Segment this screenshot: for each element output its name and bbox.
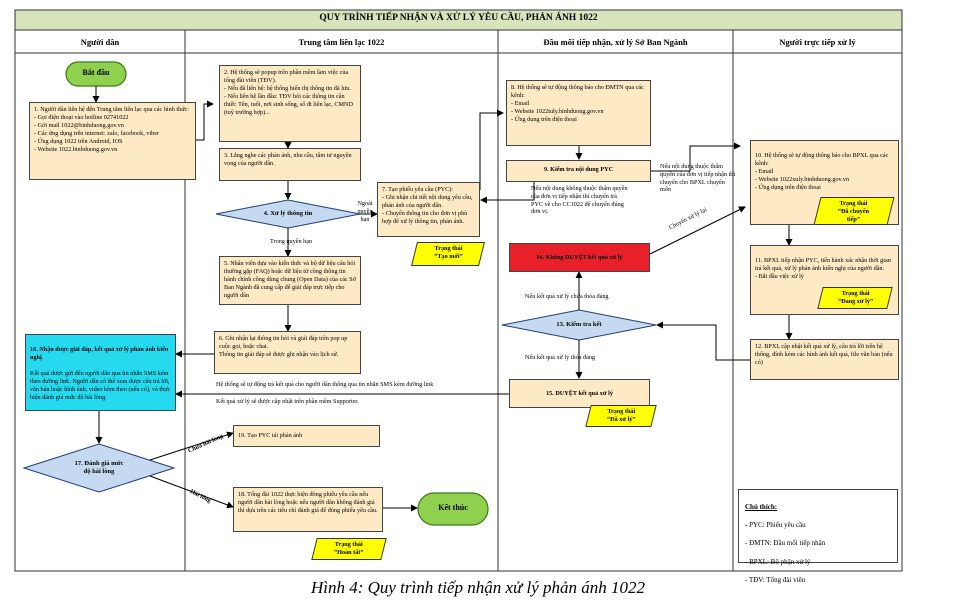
status-da-xu-ly: Trạng thái “Đã xử lý”: [585, 405, 657, 427]
lane-header-dau-moi: Đầu mối tiếp nhận, xử lý Sở Ban Ngành: [543, 37, 688, 47]
step-6-box: 6. Ghi nhận lại thông tin hỏi và giải đá…: [214, 331, 361, 374]
end-terminal: [417, 492, 489, 526]
legend-item: - TĐV: Tổng đài viên: [745, 575, 806, 584]
label-khong-thuoc-tham-quyen: Nếu nội dung không thuộc thẩm quyền của …: [531, 185, 628, 216]
lane-header-trung-tam: Trung tâm liên lạc 1022: [298, 37, 385, 47]
step-16-title: 16. Nhận được giải đáp, kết quả xử lý ph…: [30, 345, 169, 361]
step-9-box: 9. Kiểm tra nội dung PYC: [506, 160, 651, 182]
step-12-box: 12. BPXL cập nhật kết quả xử lý, câu trả…: [750, 339, 899, 380]
step-18-box: 18. Tổng đài 1022 thực hiện đóng phiếu y…: [233, 487, 383, 532]
label-supporter-note: Kết quả xử lý sẽ được cập nhật trên phần…: [216, 398, 359, 405]
decision-17: [22, 443, 176, 493]
lane-header-nguoi-xu-ly: Người trực tiếp xử lý: [779, 37, 856, 47]
step-16-body: Kết quả được gửi đến người dân qua tin n…: [30, 369, 171, 401]
figure-caption: Hình 4: Quy trình tiếp nhận xử lý phản á…: [310, 578, 646, 597]
lane-header-nguoi-dan: Người dân: [80, 37, 120, 47]
legend-item: - ĐMTN: Đầu mối tiếp nhận: [745, 539, 826, 548]
arrow-12-13: [656, 321, 750, 361]
legend-title: Chú thích:: [745, 503, 778, 512]
arrow-1-2: [196, 100, 214, 141]
label-ngoai-quyen-han: Ngoài quyền hạn: [357, 200, 373, 223]
step-19-box: 19. Tạo PYC tái phản ánh: [233, 425, 380, 447]
step-10-text: 10. Hệ thống sẽ tự động thông báo cho BP…: [755, 151, 889, 191]
arrow-14-10: [649, 206, 746, 255]
label-trong-quyen-han: Trong quyền hạn: [270, 238, 313, 245]
status-hoan-tat: Trạng thái “Hoàn tất”: [311, 538, 387, 560]
decision-13-label: 13. Kiểm tra kết: [556, 321, 602, 328]
arrow-17-19: [149, 431, 234, 461]
arrow-9-10: [651, 142, 741, 172]
status-dang-xu-ly: Trạng thái “Đang xử lý”: [817, 287, 893, 309]
status-da-chuyen-tiep: Trạng thái “Đã chuyển tiếp”: [813, 197, 895, 225]
step-16-box: 16. Nhận được giải đáp, kết quả xử lý ph…: [25, 334, 176, 411]
decision-4-label: 4. Xử lý thông tin: [263, 210, 313, 217]
legend-item: - PYC: Phiếu yêu cầu: [745, 521, 806, 530]
legend-item: - BPXL: Bộ phận xử lý: [745, 557, 811, 566]
step-2-box: 2. Hệ thống sẽ popup trên phần mềm làm v…: [219, 65, 361, 142]
legend-box: Chú thích: - PYC: Phiếu yêu cầu - ĐMTN: …: [738, 489, 898, 584]
step-11-text: 11. BPXL tiếp nhận PYC, tiến hành xác nh…: [755, 256, 891, 280]
arrow-9-7: [480, 182, 535, 204]
title-bar: [14, 9, 903, 31]
step-8-box: 8. Hệ thống sẽ tự động thông báo cho ĐMT…: [506, 80, 651, 146]
status-tao-moi: Trạng thái “Tạo mới”: [411, 242, 485, 266]
label-thoa-dang: Nếu kết quả xử lý thỏa đáng: [525, 354, 596, 361]
label-chua-thoa-dang: Nếu kết quả xử lý chưa thỏa đáng: [525, 293, 609, 300]
step-14-box: 14. Không DUYỆT kết quả xử lý: [509, 243, 650, 272]
step-3-box: 3. Lắng nghe các phản ánh, nhu cầu, tâm …: [219, 148, 361, 181]
decision-17-label: 17. Đánh giá mức độ hài lòng: [74, 460, 124, 476]
diagram-title: QUY TRÌNH TIẾP NHẬN VÀ XỬ LÝ YÊU CẦU, PH…: [319, 13, 598, 23]
step-15-box: 15. DUYỆT kết quả xử lý: [509, 379, 650, 408]
step-7-box: 7. Tạo phiếu yêu cầu (PYC): - Ghi nhận c…: [377, 182, 480, 237]
start-label: Bắt đầu: [82, 68, 110, 77]
step-1-box: 1. Người dân liên hệ đến Trung tâm liên …: [29, 102, 196, 180]
arrow-7-8: [479, 109, 504, 190]
step-5-box: 5. Nhân viên dựa vào kiến thức và bộ dữ …: [219, 256, 361, 305]
label-sms-note: Hệ thống sẽ tự động trả kết quả cho ngườ…: [216, 381, 434, 388]
arrow-17-18: [149, 475, 234, 509]
label-thuoc-tham-quyen: Nếu nội dung thuộc thẩm quyền của đơn vị…: [660, 163, 736, 194]
end-label: Kết thúc: [438, 503, 468, 512]
